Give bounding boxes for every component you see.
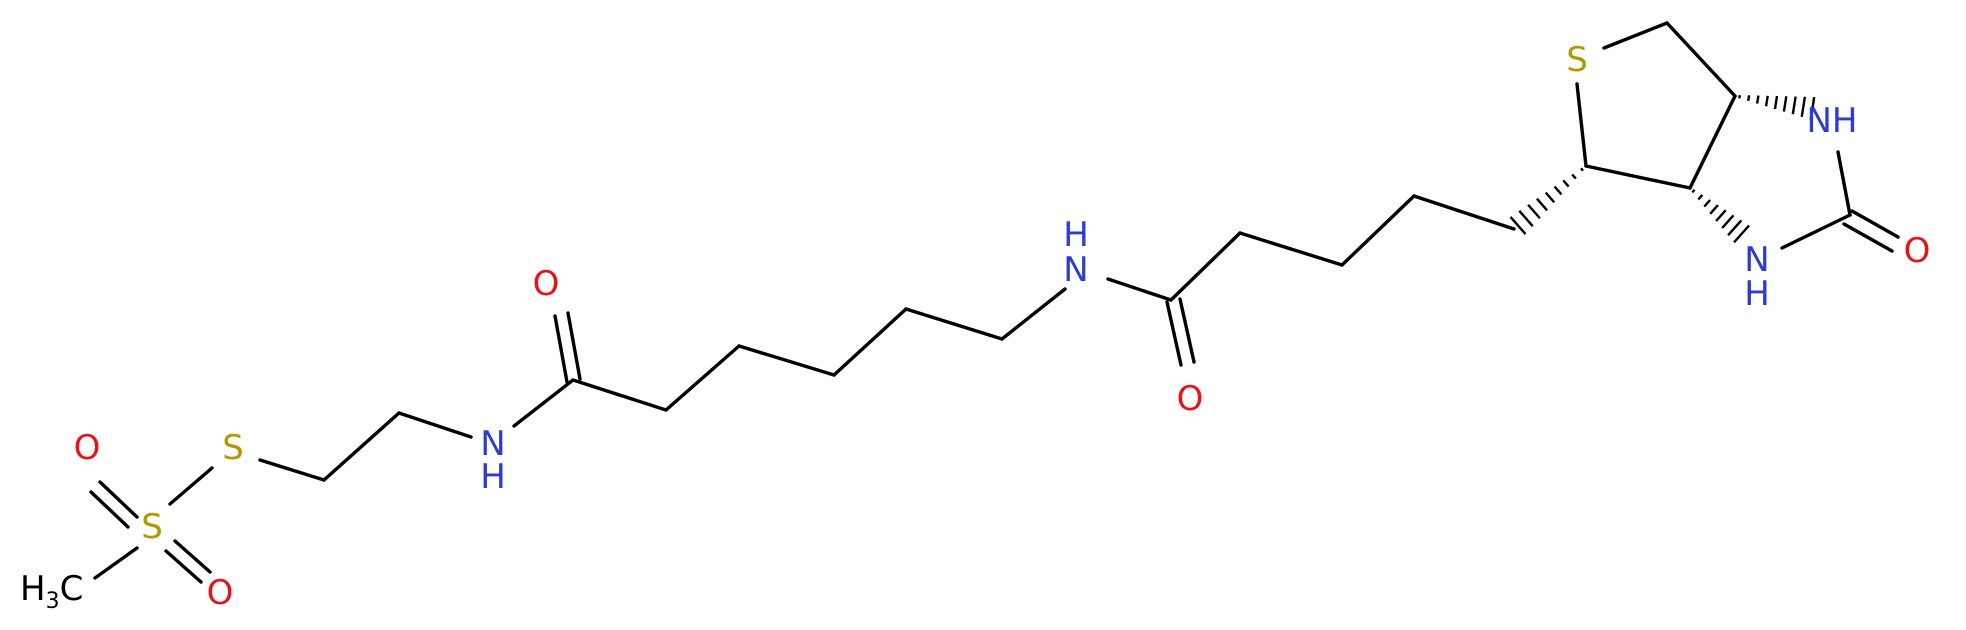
wedge-hash-line bbox=[1800, 96, 1807, 118]
bond-co2-o-b bbox=[566, 311, 582, 381]
atom-methyl-sub: 3 bbox=[46, 589, 60, 614]
atom-s-thio: S bbox=[222, 428, 244, 468]
bond-ch2-s bbox=[258, 458, 326, 482]
bond-c3a-c6a bbox=[1688, 94, 1737, 190]
atom-h-amide1: H bbox=[1063, 215, 1089, 255]
bond-ch2-c3a bbox=[1665, 21, 1737, 98]
bond-hex-1 bbox=[904, 307, 1004, 341]
wedge-hash-line bbox=[1536, 197, 1548, 212]
atom-methyl-h: H bbox=[20, 569, 46, 609]
bond-co-o-b bbox=[1178, 297, 1196, 364]
atom-s-ring: S bbox=[1566, 40, 1588, 80]
wedge-hash-line bbox=[1518, 210, 1534, 227]
wedge-hash-line bbox=[1721, 214, 1735, 229]
bond-so-b bbox=[89, 490, 130, 529]
wedge-hash-line bbox=[1791, 96, 1797, 115]
bond-chain-1 bbox=[1412, 194, 1516, 231]
bond-ch2-ch2 bbox=[322, 411, 401, 482]
wedge-hash-line bbox=[1571, 173, 1577, 180]
wedge-hash-line bbox=[1733, 224, 1750, 244]
wedge-hash-line bbox=[1773, 95, 1779, 110]
bond-co-nh bbox=[1106, 277, 1173, 302]
bond-nh-c2 bbox=[1836, 150, 1852, 217]
bond-nh-ch2b bbox=[397, 411, 473, 439]
atom-n-amide1: N bbox=[1063, 250, 1088, 290]
atom-n-bottom: N bbox=[1744, 240, 1769, 280]
stereo-hash-c4-chain bbox=[1509, 167, 1584, 235]
bond-co2-o-a bbox=[553, 314, 569, 384]
bond-c2-o-b bbox=[1842, 222, 1894, 253]
stereo-wedge-layer bbox=[1509, 94, 1816, 244]
wedge-hash-line bbox=[1727, 219, 1743, 237]
atom-o-urea: O bbox=[1904, 231, 1931, 271]
bond-so-a bbox=[98, 480, 139, 519]
atom-n-amide2: N bbox=[480, 424, 505, 464]
atom-o-amide1: O bbox=[1177, 379, 1204, 419]
wedge-hash-line bbox=[1782, 96, 1788, 112]
wedge-hash-line bbox=[1809, 96, 1816, 120]
wedge-hash-line bbox=[1738, 94, 1741, 99]
bond-chain-2 bbox=[1340, 194, 1416, 267]
bond-c2-o-a bbox=[1850, 209, 1900, 239]
bond-hex-4 bbox=[664, 344, 741, 412]
wedge-hash-line bbox=[1764, 95, 1769, 107]
wedge-hash-line bbox=[1709, 204, 1719, 215]
wedge-hash-line bbox=[1755, 95, 1760, 104]
bond-c2-n bbox=[1780, 213, 1852, 250]
atom-methyl-c: C bbox=[60, 569, 84, 609]
bond-so2-b bbox=[164, 549, 203, 584]
bond-c4-s bbox=[1575, 82, 1588, 168]
bond-hex-2 bbox=[832, 307, 908, 377]
atom-h-amide2: H bbox=[480, 457, 506, 497]
wedge-hash-line bbox=[1544, 191, 1556, 204]
bond-co-o-a bbox=[1165, 300, 1183, 367]
wedge-hash-line bbox=[1509, 216, 1527, 235]
stereo-hash-c3a-nh bbox=[1738, 94, 1816, 120]
stereo-hash-c6a-nh bbox=[1691, 189, 1750, 244]
wedge-hash-line bbox=[1697, 194, 1704, 201]
bond-co2-nh bbox=[512, 378, 575, 428]
bond-chain-3 bbox=[1238, 231, 1344, 267]
bond-so2-a bbox=[173, 539, 212, 574]
atom-s-sulfonyl: S bbox=[141, 507, 163, 547]
bond-layer bbox=[89, 21, 1900, 584]
bond-chain-4 bbox=[1169, 231, 1242, 302]
wedge-hash-line bbox=[1703, 199, 1712, 208]
wedge-hash-line bbox=[1691, 189, 1696, 194]
wedge-hash-line bbox=[1527, 203, 1541, 220]
bond-nh-ch2 bbox=[1000, 287, 1067, 341]
bond-hex-5 bbox=[571, 378, 668, 412]
atom-o-sulfonyl2: O bbox=[207, 573, 234, 613]
wedge-hash-line bbox=[1553, 185, 1563, 196]
wedge-hash-line bbox=[1580, 167, 1584, 172]
atom-h-bottom: H bbox=[1744, 274, 1770, 314]
atom-o-sulfonyl1: O bbox=[74, 428, 101, 468]
atom-labels: S NH N H O H N O O N H S S O O H3C bbox=[20, 40, 1930, 614]
atom-methyl: H3C bbox=[20, 569, 83, 614]
atom-o-amide2: O bbox=[533, 264, 560, 304]
bond-s-s bbox=[168, 466, 214, 506]
wedge-hash-line bbox=[1747, 95, 1751, 102]
wedge-hash-line bbox=[1562, 179, 1570, 188]
atom-nh-top: NH bbox=[1807, 101, 1858, 141]
wedge-hash-line bbox=[1715, 209, 1727, 222]
bond-s-ch2 bbox=[1602, 21, 1669, 50]
bond-hex-3 bbox=[737, 344, 836, 377]
bond-s-ch3 bbox=[93, 546, 139, 580]
bond-c6a-c4 bbox=[1584, 164, 1692, 190]
